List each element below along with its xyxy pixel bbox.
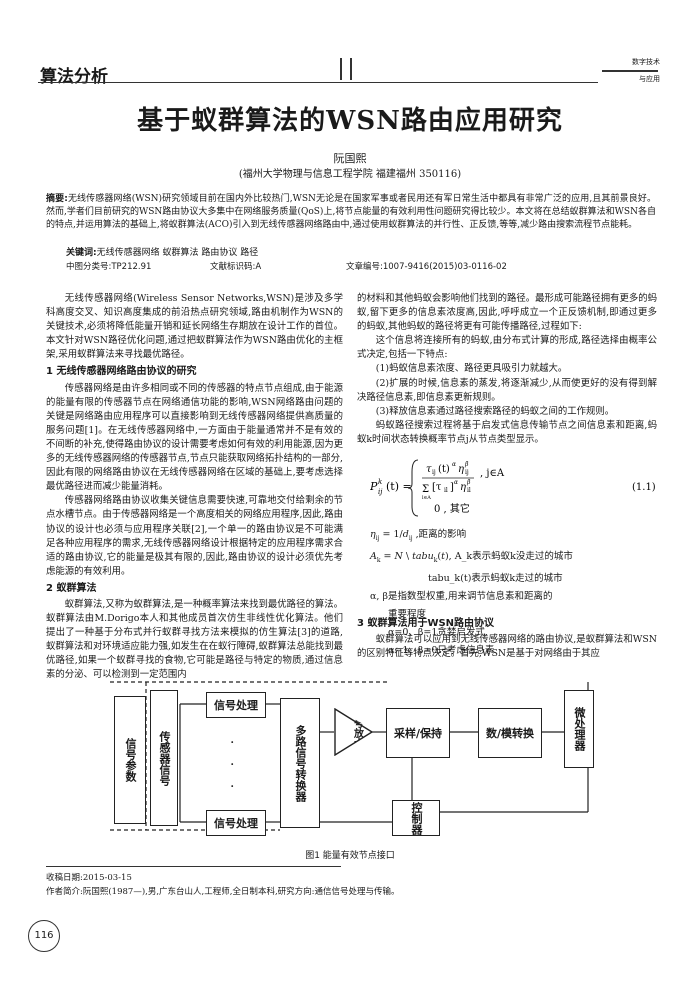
svg-text:k: k — [378, 478, 382, 486]
svg-text:[τ: [τ — [432, 482, 442, 493]
signal-param-block: 信号参数 — [114, 696, 146, 824]
alpha-beta-definition-cont: 重要程度 — [388, 608, 427, 620]
intro-paragraph: 无线传感器网络(Wireless Sensor Networks,WSN)是涉及… — [46, 293, 343, 361]
svg-text:α: α — [454, 479, 458, 486]
keywords-label: 关键词: — [66, 248, 97, 258]
abstract-text: 无线传感器网络(WSN)研究领域目前在国内外比较热门,WSN无论是在国家军事或者… — [46, 194, 656, 230]
column-left: 无线传感器网络(Wireless Sensor Networks,WSN)是涉及… — [46, 292, 343, 683]
section-1-paragraph: 传感器网络是由许多相同或不同的传感器的特点节点组成,由于能源的能量有限的传感器节… — [46, 382, 343, 493]
doc-code: 文献标识码:A — [210, 262, 262, 272]
keywords: 关键词:无线传感器网络 蚁群算法 路由协议 路径 — [66, 245, 258, 258]
paragraph: 这个信息将连接所有的蚂蚁,由分布式计算的形成,路径选择由概率公式决定,包括一下特… — [357, 335, 657, 361]
svg-text:il: il — [444, 487, 448, 494]
figure-1: 信号参数 传感器信号 信号处理 ··· 信号处理 多路信号转换器 信号放大 采样… — [100, 672, 600, 842]
svg-text:ij: ij — [378, 488, 383, 496]
mcu-block: 微处理器 — [564, 690, 594, 768]
svg-text:]: ] — [450, 482, 454, 493]
paragraph: 的材料和其他蚂蚁会影响他们找到的路径。最形成可能路径拥有更多的蚂蚁,留下更多的信… — [357, 293, 658, 333]
ak-definition: Ak = N \ tabuk(t), A_k表示蚂蚁k没走过的城市 — [370, 550, 573, 564]
mux-block: 多路信号转换器 — [280, 698, 320, 828]
svg-text:β: β — [464, 461, 469, 468]
alpha-beta-definition: α, β是指数型权重,用来调节信息素和距离的 — [370, 590, 553, 602]
section-2-heading: 2 蚁群算法 — [46, 582, 97, 594]
svg-text:τ: τ — [426, 464, 432, 475]
article-number: 文章编号:1007-9416(2015)03-0116-02 — [346, 262, 507, 272]
header-bars — [340, 58, 360, 84]
journal-logo: 数字技术 与应用 — [598, 57, 660, 87]
paper-title: 基于蚁群算法的WSN路由应用研究 — [137, 106, 563, 136]
controller-block: 控制器 — [392, 800, 440, 836]
author-bio: 作者简介:阮国熙(1987—),男,广东台山人,工程师,全日制本科,研究方向:通… — [46, 887, 400, 897]
logo-top: 数字技术 — [632, 58, 660, 66]
received-date: 收稿日期:2015-03-15 — [46, 873, 132, 883]
sensor-signal-block: 传感器信号 — [150, 690, 178, 826]
figure-caption: 图1 能量有效节点接口 — [305, 851, 395, 861]
section-3: 3 蚁群算法用于WSN路由协议 蚁群算法可以应用到无线传感器网络的路由协议,是蚁… — [357, 614, 657, 661]
figure-connectors — [110, 681, 589, 831]
page-number: 116 — [28, 920, 60, 952]
svg-text:η: η — [458, 464, 464, 475]
formula-block: P k ij (t) = τ ij (t) α η β ij Σ l∈A [τ … — [369, 452, 660, 656]
adc-block: 数/模转换 — [478, 708, 542, 758]
svg-text:α: α — [452, 461, 456, 468]
section-label: 算法分析 — [40, 67, 108, 87]
amplifier-triangle — [334, 708, 374, 756]
column-right: 的材料和其他蚂蚁会影响他们找到的路径。最形成可能路径拥有更多的蚂蚁,留下更多的信… — [357, 292, 657, 447]
eta-definition: ηij = 1/dij ,距离的影响 — [370, 529, 467, 542]
svg-text:il: il — [467, 487, 471, 494]
author: 阮国熙 — [333, 152, 367, 165]
equation-number: (1.1) — [632, 482, 656, 493]
paragraph: 蚂蚁路径搜索过程将基于启发式信息传输节点之间信息素和距离,蚂蚁k时间状态转换概率… — [357, 419, 657, 445]
section-2-paragraph: 蚁群算法,又称为蚁群算法,是一种概率算法来找到最优路径的算法。蚁群算法由M.Do… — [46, 598, 343, 681]
list-item: (1)蚂蚁信息素浓度、路径更具吸引力就越大。 — [375, 363, 568, 375]
svg-text:Σ: Σ — [422, 484, 429, 495]
abstract: 摘要:无线传感器网络(WSN)研究领域目前在国内外比较热门,WSN无论是在国家军… — [46, 193, 656, 232]
footnote-rule — [46, 866, 341, 867]
svg-text:P: P — [370, 480, 378, 493]
svg-text:l∈A: l∈A — [422, 495, 431, 501]
ellipsis-dots: ··· — [230, 735, 235, 795]
affiliation: (福州大学物理与信息工程学院 福建福州 350116) — [238, 169, 462, 180]
case-greedy: α=0、β=1贪婪启发式, — [388, 626, 488, 638]
sample-hold-block: 采样/保持 — [386, 708, 450, 758]
svg-text:ij: ij — [465, 469, 469, 476]
clc-number: 中图分类号:TP212.91 — [66, 262, 152, 272]
keywords-text: 无线传感器网络 蚁群算法 路由协议 路径 — [96, 248, 259, 258]
list-item: (3)释放信息素通过路径搜索路径的蚂蚁之间的工作规则。 — [375, 405, 615, 417]
svg-text:η: η — [460, 482, 466, 493]
section-3-paragraph: 蚁群算法可以应用到无线传感器网络的路由协议,是蚁群算法和WSN的区别特征等特点决… — [357, 634, 657, 660]
header-rule — [38, 82, 598, 83]
svg-text:(t) =: (t) = — [386, 480, 412, 493]
tabu-definition: tabu_k(t)表示蚂蚁k走过的城市 — [428, 572, 563, 584]
svg-text:β: β — [466, 479, 471, 486]
svg-text:(t): (t) — [438, 464, 450, 475]
formula-condition: , j∈A — [480, 468, 505, 479]
signal-process-block: 信号处理 — [206, 692, 266, 718]
abstract-label: 摘要: — [46, 194, 68, 204]
section-1-heading: 1 无线传感器网络路由协议的研究 — [46, 366, 197, 378]
case-pheromone: α=1、β=0只考虑信息素 — [388, 644, 495, 656]
amplifier-block: 信号放大 — [351, 708, 363, 748]
logo-bottom: 与应用 — [639, 75, 660, 83]
formula-otherwise: 0 , 其它 — [434, 502, 470, 515]
list-item: (2)扩展的时候,信息素的蒸发,将逐渐减少,从而使更好的没有得到解决路径信息素,… — [357, 377, 657, 403]
svg-text:ij: ij — [432, 469, 436, 476]
probability-formula: P k ij (t) = τ ij (t) α η β ij Σ l∈A [τ … — [369, 459, 656, 517]
section-1-paragraph: 传感器网络路由协议收集关键信息需要快速,可靠地交付给剩余的节点水槽节点。由于传感… — [46, 495, 343, 577]
section-3-heading: 3 蚁群算法用于WSN路由协议 — [357, 618, 495, 629]
signal-process-block: 信号处理 — [206, 810, 266, 836]
